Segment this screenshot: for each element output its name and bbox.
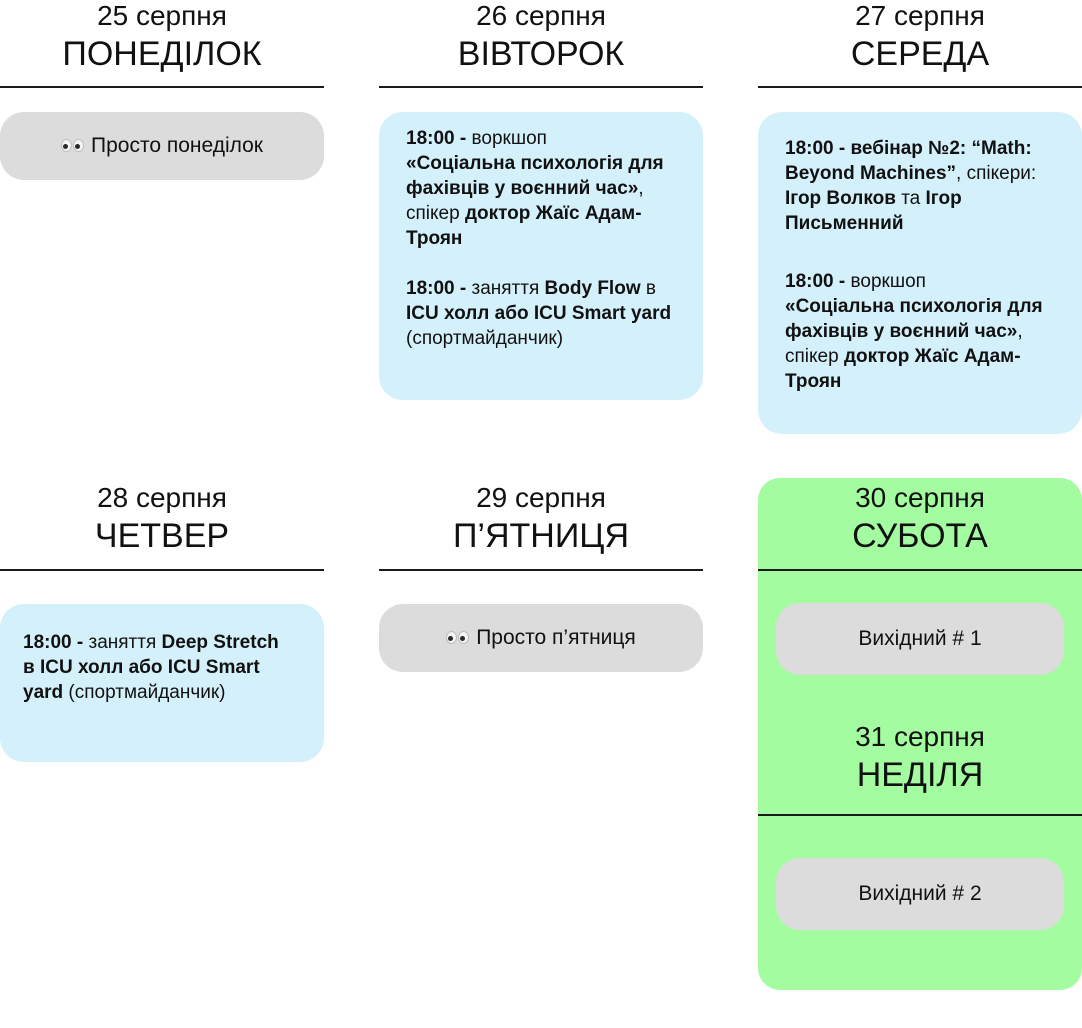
day-header-tuesday: 26 серпня ВІВТОРОК: [379, 0, 703, 74]
day-date: 26 серпня: [476, 0, 606, 31]
event-item: 18:00 - воркшоп «Соціальна психологія дл…: [785, 271, 1043, 392]
day-header-friday: 29 серпня П’ЯТНИЦЯ: [379, 482, 703, 556]
day-divider: [758, 86, 1082, 88]
day-name: ПОНЕДІЛОК: [62, 35, 262, 73]
eyes-icon: [446, 625, 470, 651]
speaker-name: доктор Жаїс Адам-Троян: [785, 346, 1021, 392]
day-name: ВІВТОРОК: [457, 35, 625, 73]
day-divider: [379, 86, 703, 88]
day-date: 28 серпня: [97, 482, 227, 513]
event-item: 18:00 - вебінар №2: “Math: Beyond Machin…: [785, 138, 1037, 234]
event-kind: заняття: [471, 278, 540, 299]
event-item: 18:00 - заняття Deep Stretch в ICU холл …: [23, 632, 279, 703]
plain-day-label: Просто п’ятниця: [476, 626, 636, 649]
eyes-icon: [61, 133, 85, 159]
event-title: Body Flow: [544, 278, 641, 299]
plain-day-label: Просто понеділок: [91, 134, 263, 157]
event-time: 18:00: [406, 278, 455, 299]
event-kind: воркшоп: [850, 271, 926, 292]
event-place: ICU холл або ICU Smart yard: [406, 303, 672, 324]
speaker-name: Ігор Письменний: [785, 188, 962, 234]
day-divider: [758, 814, 1082, 816]
day-header-saturday: 30 серпня СУБОТА: [758, 482, 1082, 556]
day-date: 25 серпня: [97, 0, 227, 31]
plain-day-card: Просто п’ятниця: [379, 604, 703, 672]
day-header-monday: 25 серпня ПОНЕДІЛОК: [0, 0, 324, 74]
day-off-card: Вихідний # 1: [776, 603, 1064, 675]
day-date: 30 серпня: [855, 482, 985, 513]
event-kind: заняття: [88, 632, 157, 653]
event-time: 18:00: [785, 271, 834, 292]
day-divider: [758, 569, 1082, 571]
event-title: «Соціальна психологія для фахівців у воє…: [785, 296, 1043, 342]
event-card: 18:00 - воркшоп «Соціальна психологія дл…: [379, 112, 703, 400]
event-title: Deep Stretch в ICU холл або ICU Smart ya…: [23, 632, 279, 703]
day-header-thursday: 28 серпня ЧЕТВЕР: [0, 482, 324, 556]
day-divider: [0, 569, 324, 571]
event-kind: воркшоп: [471, 128, 547, 149]
event-card: 18:00 - заняття Deep Stretch в ICU холл …: [0, 604, 324, 762]
day-date: 27 серпня: [855, 0, 985, 31]
day-name: НЕДІЛЯ: [856, 756, 984, 794]
day-off-label: Вихідний # 1: [858, 627, 982, 650]
speaker-label: спікер: [406, 203, 460, 224]
day-off-card: Вихідний # 2: [776, 858, 1064, 930]
day-name: СУБОТА: [852, 517, 988, 555]
event-item: 18:00 - воркшоп «Соціальна психологія дл…: [406, 128, 664, 249]
event-title: 18:00 - вебінар №2: “Math: Beyond Machin…: [785, 138, 1032, 184]
event-note: (спортмайданчик): [68, 682, 226, 703]
speaker-name: доктор Жаїс Адам-Троян: [406, 203, 642, 249]
day-header-sunday: 31 серпня НЕДІЛЯ: [758, 721, 1082, 795]
day-name: П’ЯТНИЦЯ: [452, 517, 629, 555]
day-date: 29 серпня: [476, 482, 606, 513]
day-divider: [379, 569, 703, 571]
day-name: СЕРЕДА: [850, 35, 990, 73]
day-header-wednesday: 27 серпня СЕРЕДА: [758, 0, 1082, 74]
plain-day-card: Просто понеділок: [0, 112, 324, 180]
day-off-label: Вихідний # 2: [858, 882, 982, 905]
day-date: 31 серпня: [855, 721, 985, 752]
speaker-label: спікери:: [966, 163, 1037, 184]
day-divider: [0, 86, 324, 88]
event-note: (спортмайданчик): [406, 328, 564, 349]
event-card: 18:00 - вебінар №2: “Math: Beyond Machin…: [758, 112, 1082, 434]
event-item: 18:00 - заняття Body Flow в ICU холл або…: [406, 278, 672, 349]
event-time: 18:00: [23, 632, 72, 653]
speaker-label: спікер: [785, 346, 839, 367]
event-time: 18:00: [406, 128, 455, 149]
day-name: ЧЕТВЕР: [94, 517, 230, 555]
event-title: «Соціальна психологія для фахівців у воє…: [406, 153, 664, 199]
speaker-name: Ігор Волков: [785, 188, 896, 209]
